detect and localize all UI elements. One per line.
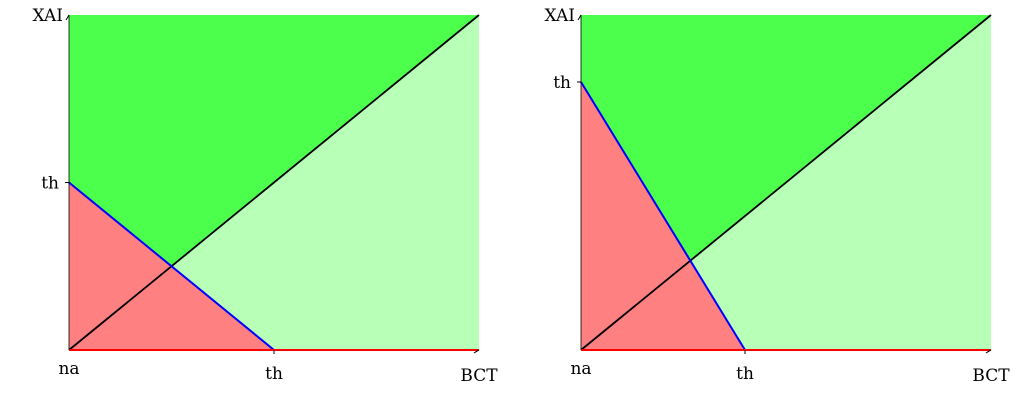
panel-left: XAI th na th BCT bbox=[33, 6, 499, 386]
diagonal-line bbox=[68, 14, 480, 351]
x-origin-label: na bbox=[570, 359, 591, 379]
y-axis-label: XAI bbox=[33, 6, 64, 26]
x-axis-arrow bbox=[985, 349, 992, 354]
x-tick-label: th bbox=[736, 364, 754, 384]
threshold-line bbox=[68, 181, 275, 351]
red-region bbox=[581, 82, 745, 350]
y-tick-label: th bbox=[553, 73, 571, 93]
x-axis-label: BCT bbox=[460, 366, 498, 386]
y-axis-label: XAI bbox=[545, 6, 576, 26]
x-axis-label: BCT bbox=[972, 366, 1010, 386]
x-tick-label: th bbox=[265, 364, 283, 384]
threshold-line bbox=[580, 81, 746, 351]
x-axis-arrow bbox=[473, 349, 480, 354]
y-axis-arrow bbox=[65, 14, 70, 21]
panel-right: XAI th na th BCT bbox=[545, 6, 1011, 386]
y-tick-label: th bbox=[41, 174, 59, 194]
y-axis-arrow bbox=[577, 14, 582, 21]
diagonal-line bbox=[580, 14, 992, 351]
x-origin-label: na bbox=[58, 359, 79, 379]
